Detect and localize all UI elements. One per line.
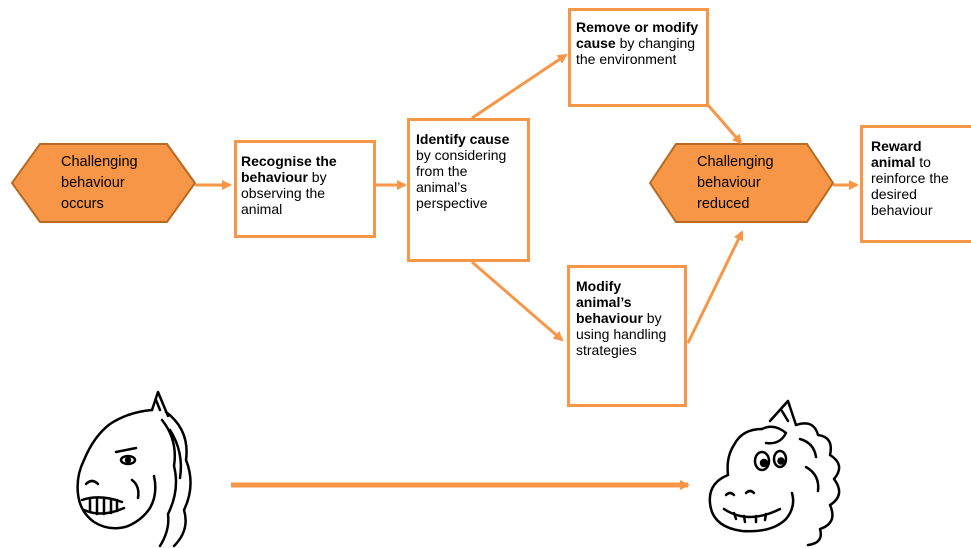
reduced-label-line3: reduced — [697, 196, 750, 212]
remove-box: Remove or modify cause by changing the e… — [568, 8, 709, 107]
start-hexagon — [10, 143, 197, 223]
modify-box: Modify animal’s behaviour by using handl… — [567, 265, 687, 407]
remove-rest: by changing the environment — [576, 35, 696, 67]
reward-bold: Reward animal — [871, 138, 922, 170]
start-label-line1: Challenging — [61, 154, 138, 170]
modify-bold: Modify animal’s behaviour — [576, 278, 643, 326]
remove-bold: Remove or modify cause — [576, 19, 699, 51]
happy-horse-icon — [708, 399, 841, 547]
recognise-box: Recognise the behaviour by observing the… — [234, 140, 376, 238]
start-label-line3: occurs — [61, 196, 104, 212]
modify-rest: by using handling strategies — [576, 310, 667, 358]
arrow-remove-to-reduced — [706, 104, 743, 145]
start-label: Challenging behaviour occurs — [61, 152, 138, 215]
reward-box: Reward animal to reinforce the desired b… — [860, 125, 971, 243]
arrow-identify-to-remove — [471, 53, 568, 120]
identify-rest: by considering from the animal’s perspec… — [416, 147, 507, 211]
arrow-identify-to-modify — [471, 260, 564, 342]
reduced-label-line2: behaviour — [697, 175, 761, 191]
identify-bold: Identify cause — [416, 131, 510, 147]
arrow-modify-to-reduced — [686, 230, 744, 344]
start-label-line2: behaviour — [61, 175, 125, 191]
identify-box: Identify cause by considering from the a… — [407, 118, 530, 262]
reduced-label-line1: Challenging — [697, 154, 774, 170]
angry-horse-icon — [76, 390, 192, 548]
reward-rest: to reinforce the desired behaviour — [871, 154, 949, 218]
reduced-label: Challenging behaviour reduced — [697, 152, 774, 215]
reduced-hexagon — [648, 143, 835, 223]
recognise-bold: Recognise the behaviour — [241, 153, 337, 185]
recognise-rest: by observing the animal — [241, 169, 327, 217]
